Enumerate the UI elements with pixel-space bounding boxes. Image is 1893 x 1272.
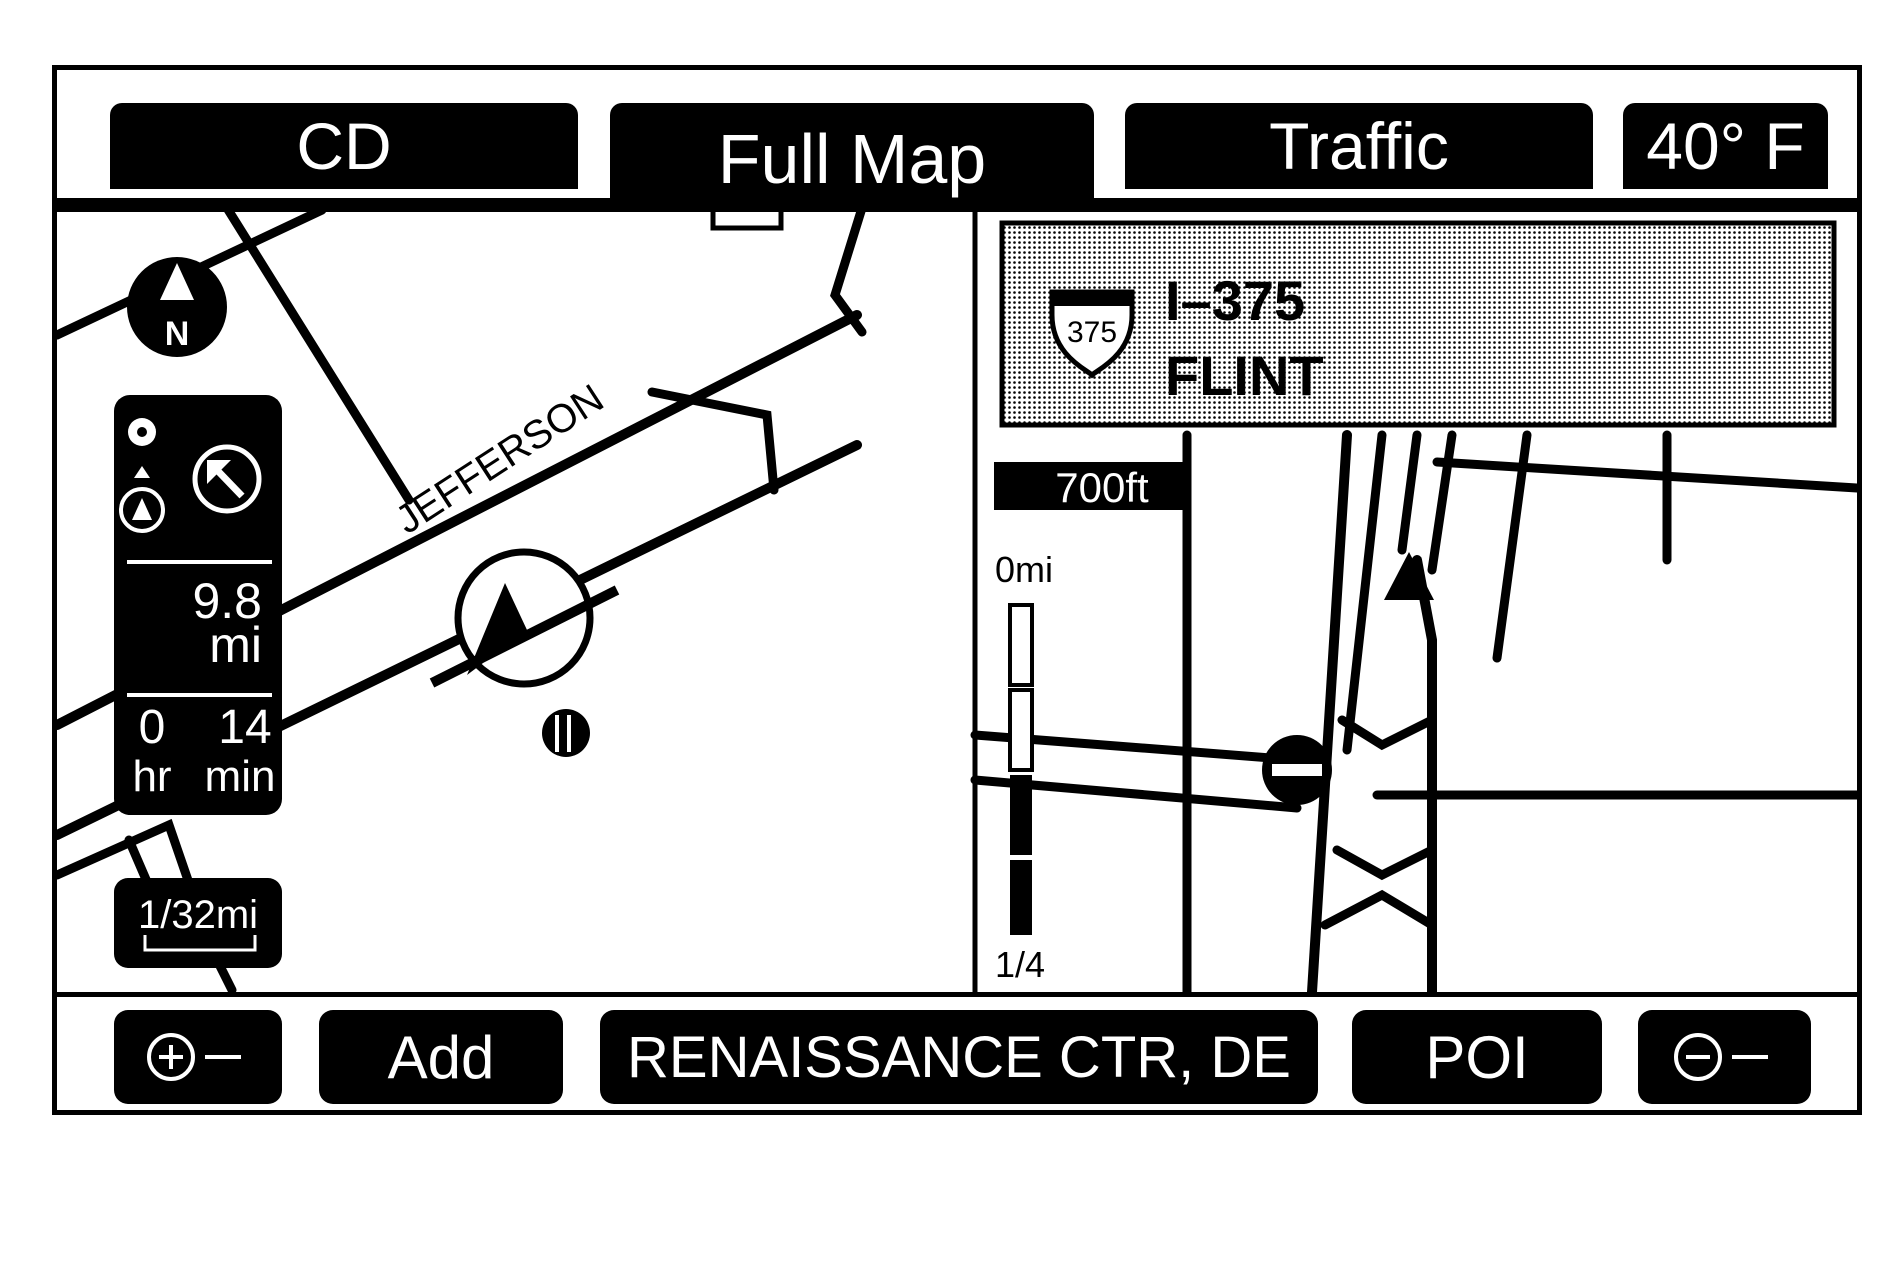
compass-icon[interactable]: N <box>127 257 227 357</box>
vehicle-position-icon <box>429 548 620 688</box>
tab-full-map[interactable]: Full Map <box>610 103 1094 201</box>
guidance-sign: 375 I–375 FLINT <box>999 220 1837 428</box>
hours-label: hr <box>132 752 171 801</box>
map-scale-label: 1/32mi <box>138 893 258 937</box>
distance-to-turn-badge: 700ft <box>994 462 1189 511</box>
guidance-roads <box>970 430 1857 997</box>
interstate-shield-icon: 375 <box>1049 289 1135 379</box>
poi-button[interactable]: POI <box>1352 1010 1602 1104</box>
time-minutes: 14 <box>218 701 271 754</box>
route-direction-icon <box>119 487 165 533</box>
no-entry-icon <box>1262 735 1332 805</box>
route-position-arrow-icon <box>1384 552 1434 600</box>
route-info-panel: 9.8 mi 0 14 hr min <box>114 395 282 815</box>
gauge-bottom-label: 1/4 <box>995 944 1045 985</box>
zoom-in-button[interactable] <box>114 1010 282 1104</box>
map-scale[interactable]: 1/32mi <box>114 878 282 968</box>
destination-button[interactable]: RENAISSANCE CTR, DE <box>600 1010 1318 1104</box>
distance-to-turn-label: 700ft <box>1055 464 1149 511</box>
nav-screen: JEFFERSON N <box>52 65 1862 1115</box>
distance-gauge: 0mi 1/4 <box>995 549 1053 985</box>
turn-arrow-icon <box>192 444 262 514</box>
map-area[interactable]: JEFFERSON N <box>57 70 1857 1110</box>
compass-letter: N <box>165 315 190 353</box>
tab-cd[interactable]: CD <box>110 103 578 189</box>
poi-marker-icon[interactable] <box>542 709 590 757</box>
interstate-shield-number: 375 <box>1067 316 1117 349</box>
zoom-in-icon <box>147 1033 241 1081</box>
bottom-bar-divider <box>57 992 1857 997</box>
temperature-display: 40° F <box>1623 103 1828 189</box>
distance-value: 9.8 <box>192 573 262 629</box>
route-destination: FLINT <box>1165 344 1324 407</box>
distance-unit: mi <box>209 617 262 673</box>
minutes-label: min <box>205 752 276 801</box>
time-hours: 0 <box>139 701 166 754</box>
add-button[interactable]: Add <box>319 1010 563 1104</box>
zoom-out-button[interactable] <box>1638 1010 1811 1104</box>
tab-traffic[interactable]: Traffic <box>1125 103 1593 189</box>
tab-bar-divider <box>57 198 1857 212</box>
zoom-out-icon <box>1673 1033 1768 1081</box>
gauge-top-label: 0mi <box>995 549 1053 590</box>
route-name: I–375 <box>1165 269 1305 332</box>
